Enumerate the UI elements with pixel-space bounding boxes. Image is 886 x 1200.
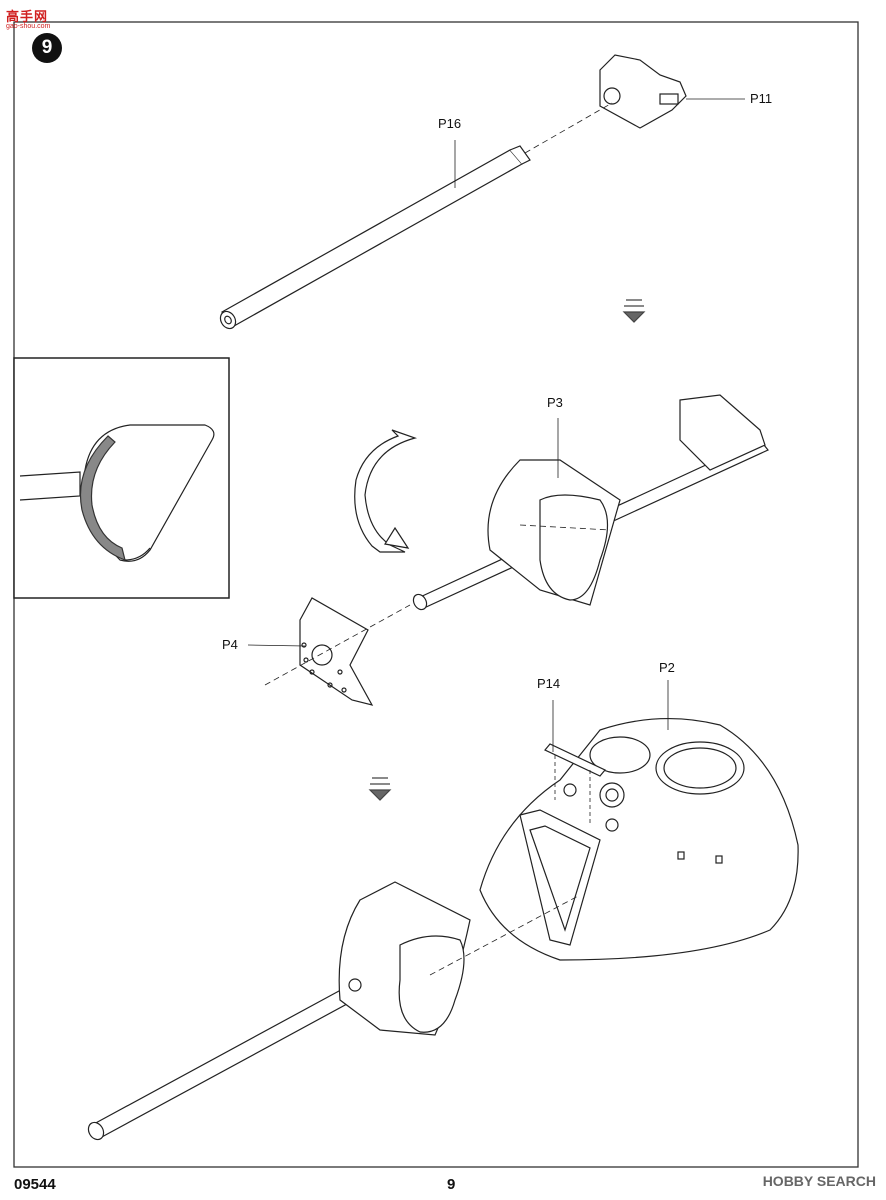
part-p14-strip — [544, 700, 606, 825]
watermark-title: 高手网 — [6, 9, 49, 24]
rotate-arrow-icon — [354, 429, 418, 553]
part-p3-mantlet — [412, 394, 769, 611]
label-p11: P11 — [750, 91, 773, 106]
label-p4: P4 — [222, 637, 238, 652]
down-arrow-icon — [622, 299, 646, 323]
part-p16-barrel — [219, 140, 531, 330]
part-p4-faceplate — [247, 597, 411, 706]
part-p11-breech — [524, 54, 745, 154]
kit-code: 09544 — [14, 1176, 56, 1193]
step-number-badge: 9 — [32, 33, 62, 63]
label-p3: P3 — [547, 395, 563, 410]
source-watermark: HOBBY SEARCH — [762, 1173, 876, 1189]
page-number: 9 — [447, 1176, 456, 1193]
part-p2-turret — [479, 680, 799, 961]
label-p2: P2 — [659, 660, 675, 675]
label-p16: P16 — [438, 116, 462, 131]
watermark-subtitle: gao-shou.com — [6, 23, 51, 30]
down-arrow-icon — [368, 777, 392, 801]
detail-inset — [13, 357, 230, 599]
assembly-mantlet-barrel — [87, 881, 581, 1141]
label-p14: P14 — [537, 676, 561, 691]
